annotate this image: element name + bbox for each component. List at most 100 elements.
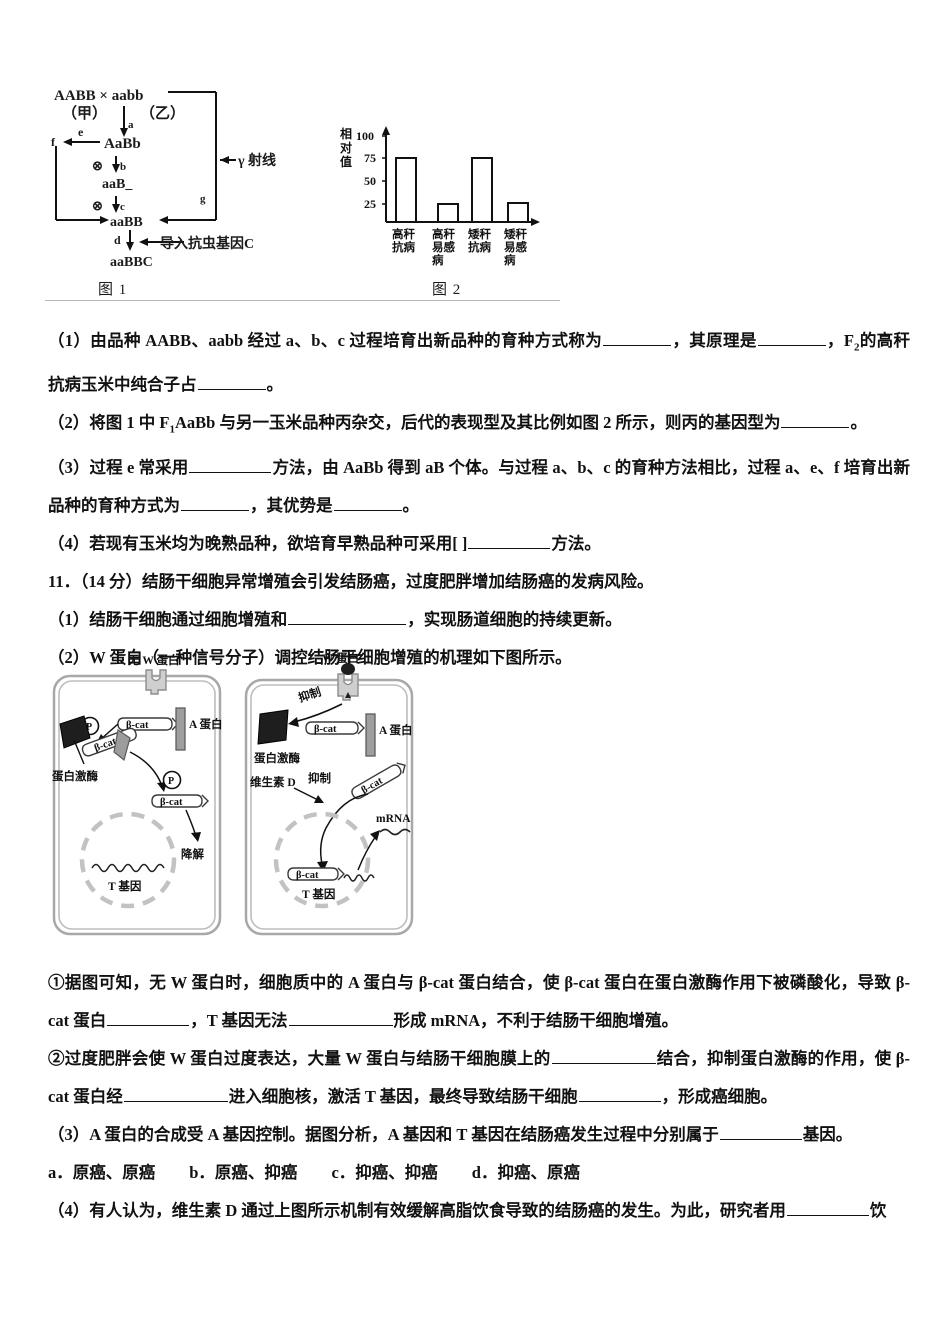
- right-cell-nucleus: [273, 811, 371, 909]
- svg-text:高秆: 高秆: [432, 227, 455, 241]
- q11-stem: 11．（14 分）结肠干细胞异常增殖会引发结肠癌，过度肥胖增加结肠癌的发病风险。: [48, 571, 654, 591]
- chart-x-axis-arrowhead: [531, 218, 540, 226]
- svg-text:矮秆: 矮秆: [467, 227, 491, 241]
- q11-item1: ①据图可知，无 W 蛋白时，细胞质中的 A 蛋白与 β-cat 蛋白结合，使 β…: [48, 964, 910, 1040]
- q11-part4-lead: （4）有人认为，维生素 D 通过上图所示机制有效缓解高脂饮食导致的结肠癌的发生。…: [48, 1201, 786, 1220]
- q10-part2-blank-1[interactable]: [781, 412, 850, 429]
- left-cell-nucleus: [79, 811, 177, 909]
- q11-part3-blank-1[interactable]: [719, 1124, 802, 1140]
- svg-text:病: 病: [504, 253, 516, 267]
- option-d[interactable]: d．抑癌、原癌: [471, 1163, 580, 1182]
- q11-part1: （1）结肠干细胞通过细胞增殖和，实现肠道细胞的持续更新。: [48, 601, 910, 639]
- right-cell-beta-cat-on-gene: β-cat: [287, 867, 345, 881]
- q10-part2: （2）将图 1 中 F1AaBb 与另一玉米品种丙杂交，后代的表现型及其比例如图…: [48, 404, 910, 448]
- q11-part3-lead: （3）A 蛋白的合成受 A 基因控制。据图分析，A 基因和 T 基因在结肠癌发生…: [48, 1125, 719, 1144]
- chart-ytick-75: 75: [364, 151, 376, 165]
- fig1-f1-label: AaBb: [104, 136, 141, 152]
- q10-part1-blank-3[interactable]: [197, 374, 266, 391]
- svg-text:抗病: 抗病: [392, 240, 415, 254]
- left-cell-beta-cat-label-3: β-cat: [160, 797, 183, 808]
- q10-part3-end: 。: [402, 495, 420, 515]
- svg-text:矮秆: 矮秆: [503, 227, 527, 241]
- q11-part2: （2）W 蛋白（一种信号分子）调控结肠干细胞增殖的机理如下图所示。: [48, 647, 572, 667]
- q11-item1-blank-2[interactable]: [288, 1010, 393, 1026]
- q10-part4: （4）若现有玉米均为晚熟品种，欲培育早熟品种可采用[ ]方法。: [48, 525, 910, 563]
- q10-part3-blank-2[interactable]: [181, 495, 249, 511]
- q10-part3-blank-1[interactable]: [189, 457, 272, 473]
- left-cell-kinase-label: 蛋白激酶: [52, 769, 98, 783]
- figure-2-bar-chart: 相 对 值 100 75 50 25: [338, 122, 568, 272]
- svg-text:高秆: 高秆: [392, 227, 415, 241]
- q11-part3: （3）A 蛋白的合成受 A 基因控制。据图分析，A 基因和 T 基因在结肠癌发生…: [48, 1116, 910, 1154]
- cell-mechanism-svg: 无 W 蛋白 P β-cat A 蛋白: [52, 652, 414, 936]
- q11-part1-blank-1[interactable]: [288, 609, 407, 625]
- q11-item2-blank-2[interactable]: [123, 1086, 228, 1102]
- right-cell-dna-strand: [343, 874, 375, 882]
- figure-1-svg: AABB × aabb （甲） （乙） a AaBb e f: [51, 88, 276, 270]
- q11-item2-tail: ，形成癌细胞。: [661, 1087, 778, 1106]
- right-cell-signal-marker: [345, 692, 351, 698]
- q11-part4-tail: 饮: [869, 1201, 887, 1220]
- chart-bar-4: [507, 202, 529, 223]
- q11-item2-blank-1[interactable]: [551, 1048, 656, 1064]
- chart-ylabel-char-2: 对: [340, 140, 352, 155]
- fig1-genotype-aaB-label: aaB_: [102, 177, 133, 192]
- left-cell-beta-cat-label-1: β-cat: [126, 720, 149, 731]
- right-cell-vitamin-d-label: 维生素 D: [250, 775, 296, 789]
- left-cell-degradation-label: 降解: [181, 847, 204, 861]
- q11-item1-tail: 形成 mRNA，不利于结肠干细胞增殖。: [393, 1011, 679, 1030]
- q10-part3-mid2: ，其优势是: [250, 495, 333, 515]
- fig1-step-e-label: e: [78, 125, 84, 139]
- q10-part3-blank-3[interactable]: [333, 495, 402, 511]
- q10-part3-mid1: 方法，由 AaBb 得到 aB 个体。与过程 a、b、c 的育种方法相比，过程 …: [48, 457, 911, 515]
- chart-ytick-25: 25: [364, 197, 376, 211]
- figure-1-caption: 图 1: [98, 282, 128, 298]
- svg-text:易感: 易感: [504, 240, 527, 254]
- option-c[interactable]: c．抑癌、抑癌: [331, 1163, 438, 1182]
- q10-part1-sub: 2: [853, 341, 860, 354]
- q10-part3-lead: （3）过程 e 常采用: [48, 457, 189, 477]
- fig1-self-cross-c-symbol: ⊗: [92, 198, 103, 213]
- question-body: （1）由品种 AABB、aabb 经过 a、b、c 过程培育出新品种的育种方式称…: [48, 322, 910, 677]
- q11-item2-mid2: 进入细胞核，激活 T 基因，最终导致结肠干细胞: [228, 1087, 578, 1106]
- figures-row: AABB × aabb （甲） （乙） a AaBb e f: [0, 0, 950, 301]
- q10-part1-lead: （1）由品种 AABB、aabb 经过 a、b、c 过程培育出新品种的育种方式称…: [48, 331, 603, 350]
- q11-item2: ②过度肥胖会使 W 蛋白过度表达，大量 W 蛋白与结肠干细胞膜上的结合，抑制蛋白…: [48, 1040, 910, 1116]
- svg-text:P: P: [168, 776, 174, 787]
- chart-ylabel-char-3: 值: [340, 154, 352, 169]
- fig1-gamma-ray-label: γ 射线: [237, 152, 276, 169]
- option-a[interactable]: a．原癌、原癌: [48, 1163, 156, 1182]
- q10-part4-lead: （4）若现有玉米均为晚熟品种，欲培育早熟品种可采用[ ]: [48, 533, 468, 553]
- fig1-parents-label: AABB × aabb: [54, 88, 143, 104]
- left-cell-kinase-arrow-icon: [113, 728, 131, 762]
- left-cell-a-protein-label: A 蛋白: [189, 717, 223, 731]
- left-cell-receptor-icon: [145, 669, 167, 695]
- fig1-genotype-aaBB-label: aaBB: [110, 215, 143, 230]
- q11-part4-blank-1[interactable]: [786, 1200, 869, 1216]
- option-b[interactable]: b．原癌、抑癌: [189, 1163, 298, 1182]
- chart-bar-3: [471, 157, 493, 223]
- figure-2-caption: 图 2: [432, 282, 462, 298]
- q10-part1-blank-1[interactable]: [603, 330, 672, 346]
- q11-item1-blank-1[interactable]: [107, 1010, 190, 1026]
- q10-part3: （3）过程 e 常采用方法，由 AaBb 得到 aB 个体。与过程 a、b、c …: [48, 449, 910, 525]
- q10-part1-mid1: ，其原理是: [672, 331, 757, 350]
- q10-part4-blank-1[interactable]: [468, 533, 551, 549]
- cell-mechanism-figure: 无 W 蛋白 P β-cat A 蛋白: [50, 652, 450, 952]
- q10-part2-sub: 1: [169, 423, 175, 436]
- right-cell-mrna-strand: [379, 828, 411, 836]
- q10-part1-blank-2[interactable]: [757, 330, 826, 346]
- chart-bar-2: [437, 203, 459, 223]
- right-cell-receptor-icon: [337, 663, 359, 701]
- left-cell-beta-cat-free: β-cat: [151, 794, 209, 808]
- q11-part4: （4）有人认为，维生素 D 通过上图所示机制有效缓解高脂饮食导致的结肠癌的发生。…: [48, 1192, 910, 1230]
- q11-item2-lead: ②过度肥胖会使 W 蛋白过度表达，大量 W 蛋白与结肠干细胞膜上的: [48, 1049, 551, 1068]
- chart-bar-1: [395, 157, 417, 223]
- fig1-step-g-label: g: [200, 193, 206, 205]
- question-body-lower: ①据图可知，无 W 蛋白时，细胞质中的 A 蛋白与 β-cat 蛋白结合，使 β…: [48, 964, 910, 1230]
- right-cell-a-protein-label: A 蛋白: [379, 723, 413, 737]
- figure-2-svg: 相 对 值 100 75 50 25: [340, 126, 540, 267]
- q10-part2-end: 。: [850, 413, 867, 433]
- q11-item2-blank-3[interactable]: [578, 1086, 661, 1102]
